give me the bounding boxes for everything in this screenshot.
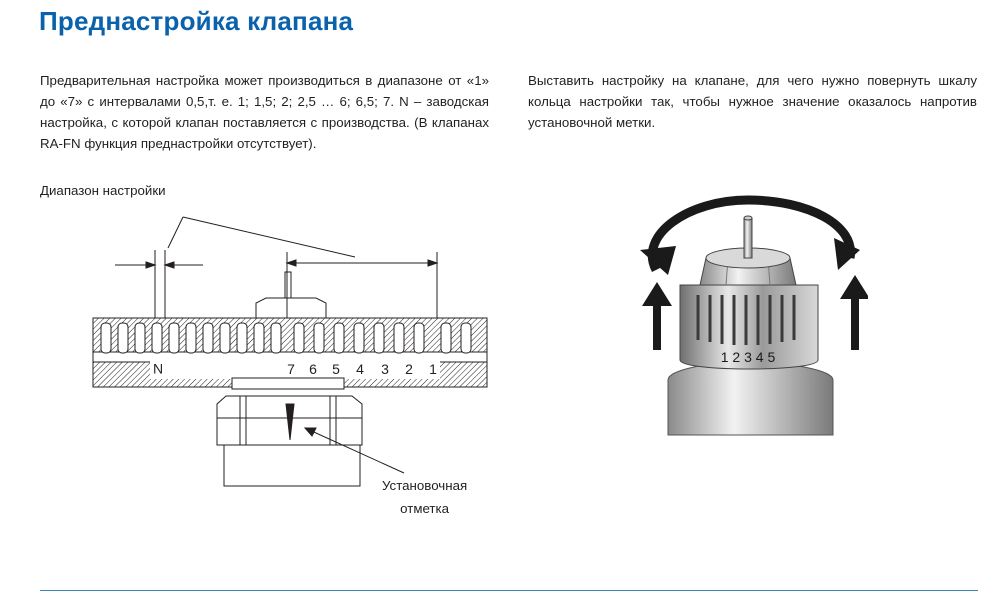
setting-mark-label: Установочная отметка (382, 474, 467, 520)
valve-setting-diagram: N 7 6 5 4 3 2 1 (92, 216, 488, 487)
leader-line-left (167, 216, 184, 249)
scale-7: 7 (287, 361, 295, 377)
range-label: Диапазон настройки (40, 183, 166, 198)
scale-5: 5 (332, 361, 340, 377)
page-title: Преднастройка клапана (39, 6, 354, 36)
scale-2: 2 (405, 361, 413, 377)
mark-leader-line (304, 427, 405, 474)
rotate-arrow-icon (647, 195, 855, 273)
scale-1: 1 (429, 361, 437, 377)
valve-rotation-photo: 1 2 3 4 5 (640, 195, 868, 436)
up-arrow-icon (840, 275, 868, 350)
footer-divider (40, 590, 978, 591)
scale-6: 6 (309, 361, 317, 377)
scale-n: N (153, 361, 163, 377)
setting-mark-label-line1: Установочная (382, 478, 468, 493)
up-arrow-icon (642, 282, 672, 350)
scale-4: 4 (356, 361, 364, 377)
setting-mark-label-line2: отметка (400, 501, 450, 516)
preset-instruction: Выставить настройку на клапане, для чего… (528, 73, 977, 130)
scale-3: 3 (381, 361, 389, 377)
preset-range-description: Предварительная настройка может производ… (40, 73, 489, 151)
ring-digits: 1 2 3 4 5 (721, 349, 776, 365)
leader-line-right (182, 216, 356, 258)
